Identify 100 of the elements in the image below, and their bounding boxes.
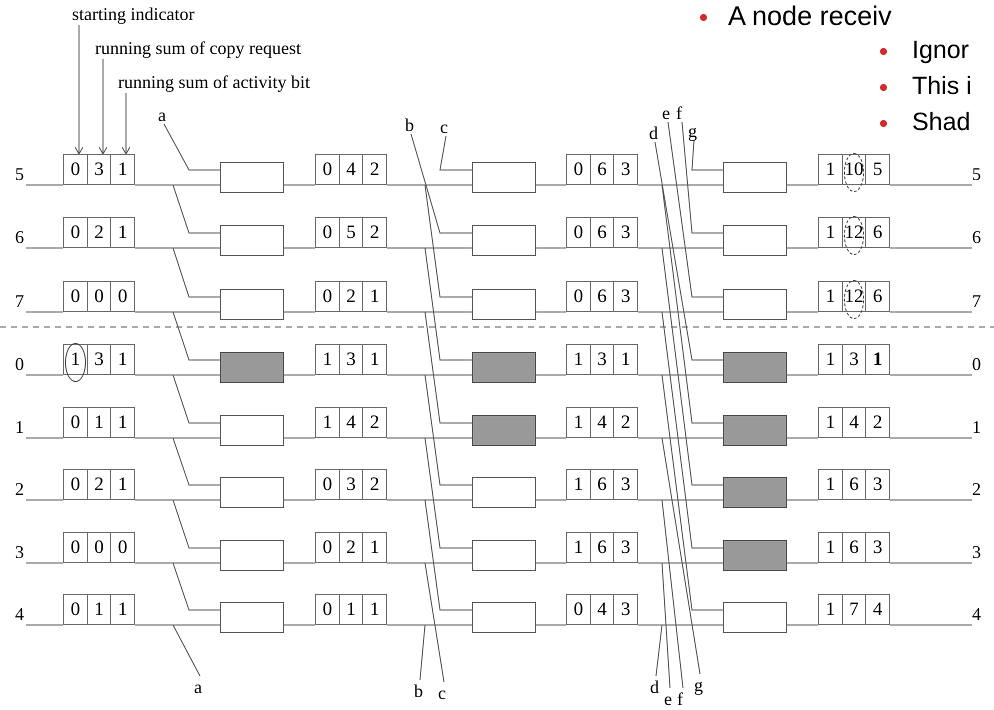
- wire-line: [134, 184, 220, 234]
- register-value: 2: [362, 218, 386, 247]
- register-value: 1: [64, 345, 87, 374]
- wire-label: b: [405, 114, 417, 134]
- register-value: 1: [322, 411, 334, 435]
- wire-line: [638, 562, 670, 688]
- register-value: 1: [824, 536, 836, 560]
- signal-line: [26, 184, 64, 186]
- register-value: 1: [362, 595, 386, 624]
- switch-box: [472, 162, 536, 193]
- register-value: 2: [613, 408, 638, 437]
- wire-label: g: [694, 674, 706, 694]
- wire-label: d: [649, 122, 661, 142]
- signal-line: [536, 562, 566, 564]
- wire-label: a: [194, 676, 206, 696]
- leader-arrow: [122, 92, 130, 154]
- switch-box: [472, 415, 536, 446]
- switch-box: [220, 477, 284, 508]
- switch-box: [220, 289, 284, 320]
- leader-arrow: [98, 58, 108, 154]
- switch-box: [472, 225, 536, 256]
- register-value: 0: [322, 536, 334, 560]
- register-value: 2: [362, 408, 386, 437]
- register-value: 1: [362, 345, 386, 374]
- register-value: 6: [842, 470, 866, 499]
- register-value: 3: [865, 533, 890, 562]
- register-value: 1: [572, 536, 584, 560]
- register-value: 1: [824, 285, 836, 309]
- register-triplet: [315, 532, 387, 563]
- bullet-text: A node receiv: [728, 0, 892, 32]
- register-value: 3: [338, 345, 362, 374]
- register-value: 4: [590, 408, 614, 437]
- register-value: 0: [70, 473, 82, 497]
- register-value: 1: [86, 595, 110, 624]
- signal-line: [26, 624, 64, 626]
- register-value: 6: [590, 155, 614, 184]
- wire-label: f: [676, 102, 688, 122]
- register-value: 3: [613, 470, 638, 499]
- wire-line: [638, 374, 724, 610]
- row-number: 5: [6, 163, 26, 185]
- row-number: 7: [6, 290, 26, 312]
- register-triplet: [566, 469, 638, 500]
- switch-box: [723, 602, 787, 633]
- wire-line: [164, 124, 220, 170]
- register-value: 0: [322, 285, 334, 309]
- wire-line: [682, 122, 724, 234]
- register-value: 0: [572, 158, 584, 182]
- annotation-text: starting indicator: [72, 3, 222, 25]
- wire-line: [134, 500, 220, 548]
- register-value: 0: [572, 285, 584, 309]
- register-value: 12: [842, 218, 866, 247]
- switch-box: [220, 540, 284, 571]
- switch-box: [723, 477, 787, 508]
- bullet-text: Ignor: [912, 35, 969, 66]
- wire-line: [386, 562, 444, 682]
- register-value: 0: [70, 221, 82, 245]
- register-value: 1: [110, 345, 134, 374]
- register-value: 1: [824, 221, 836, 245]
- register-value: 0: [322, 598, 334, 622]
- wire-line: [134, 438, 220, 486]
- register-value: 1: [110, 218, 134, 247]
- row-number: 1: [972, 416, 992, 438]
- register-triplet: [566, 532, 638, 563]
- register-value: 3: [613, 533, 638, 562]
- register-value: 0: [70, 536, 82, 560]
- switch-box: [723, 352, 787, 383]
- signal-line: [890, 562, 972, 564]
- signal-line: [536, 374, 566, 376]
- register-value: 0: [322, 221, 334, 245]
- wire-label: a: [158, 104, 170, 124]
- register-triplet: [63, 154, 135, 185]
- register-value: 3: [590, 345, 614, 374]
- register-triplet: [566, 281, 638, 312]
- switch-box: [472, 352, 536, 383]
- register-value: 6: [590, 282, 614, 311]
- wire-line: [134, 624, 200, 676]
- register-value: 6: [590, 470, 614, 499]
- register-triplet: [818, 532, 890, 563]
- signal-line: [890, 374, 972, 376]
- wire-label: e: [662, 102, 674, 122]
- register-value: 1: [824, 598, 836, 622]
- register-triplet: [63, 594, 135, 625]
- register-value: 2: [86, 218, 110, 247]
- leader-arrow: [74, 24, 84, 154]
- wire-line: [439, 136, 472, 170]
- switch-box: [472, 289, 536, 320]
- register-value: 1: [572, 473, 584, 497]
- register-value: 1: [824, 473, 836, 497]
- annotation-text: running sum of activity bit: [118, 71, 390, 93]
- register-value: 1: [362, 282, 386, 311]
- register-triplet: [315, 281, 387, 312]
- register-triplet: [63, 217, 135, 248]
- register-value: 3: [865, 470, 890, 499]
- register-triplet: [315, 154, 387, 185]
- switch-box: [723, 225, 787, 256]
- register-value: 0: [70, 598, 82, 622]
- register-value: 2: [362, 155, 386, 184]
- signal-line: [786, 374, 818, 376]
- signal-line: [284, 624, 316, 626]
- wire-line: [386, 184, 472, 298]
